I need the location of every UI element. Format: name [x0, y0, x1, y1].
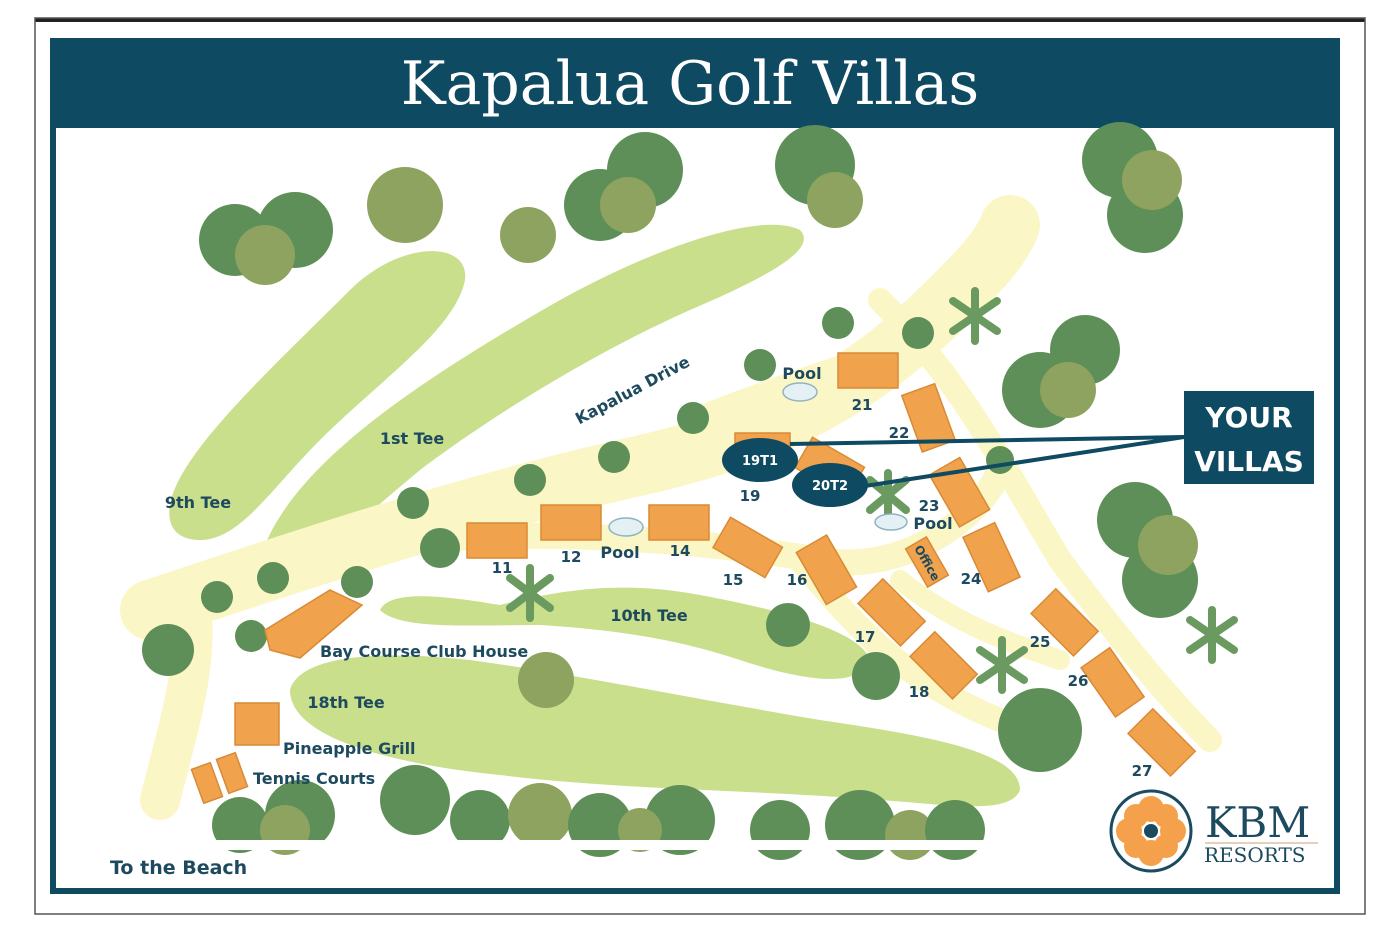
villa-number: 11 — [492, 559, 513, 577]
villa-marker-label: 19T1 — [742, 454, 778, 469]
villa-marker-20t2[interactable] — [792, 463, 868, 507]
fairway-1st — [264, 224, 804, 560]
label-pool: Pool — [913, 514, 952, 533]
villa-number: 14 — [670, 542, 691, 560]
pools — [608, 382, 908, 537]
pool-shape — [608, 517, 644, 537]
villa-number: 25 — [1030, 633, 1051, 651]
callout-line2: VILLAS — [1194, 445, 1304, 478]
label-club-house: Bay Course Club House — [320, 642, 528, 661]
your-villas-callout: 19T1 20T2 YOUR VILLAS — [722, 391, 1314, 507]
fairway-18th — [290, 655, 1020, 807]
label-pool: Pool — [600, 543, 639, 562]
page-top-rule — [35, 18, 1365, 22]
trees — [142, 122, 1198, 860]
logo-sub: RESORTS — [1204, 843, 1306, 867]
label-9th-tee: 9th Tee — [165, 493, 231, 512]
label-10th-tee: 10th Tee — [610, 606, 688, 625]
kbm-logo: KBM RESORTS — [1109, 789, 1318, 873]
fairway-10th — [380, 587, 870, 679]
logo-brand: KBM — [1205, 798, 1310, 847]
villa-number: 24 — [961, 570, 982, 588]
villa-number: 22 — [889, 424, 910, 442]
pool-shape — [782, 382, 818, 402]
villa-marker-label: 20T2 — [812, 479, 848, 494]
fairways — [169, 224, 1020, 807]
path — [890, 570, 1070, 670]
kapalua-drive-road — [120, 195, 1040, 640]
villa-number: 12 — [561, 548, 582, 566]
fairway-9th — [169, 251, 466, 540]
path — [140, 580, 213, 820]
logo-center — [1144, 824, 1158, 838]
villa-number: 17 — [855, 628, 876, 646]
villa-number: 26 — [1068, 672, 1089, 690]
label-pool: Pool — [782, 364, 821, 383]
callout-box — [1184, 391, 1314, 484]
callout-line1: YOUR — [1204, 401, 1292, 434]
label-to-the-beach: To the Beach — [110, 857, 247, 879]
map-title: Kapalua Golf Villas — [401, 49, 979, 119]
label-1st-tee: 1st Tee — [380, 429, 445, 448]
page-border — [34, 17, 1366, 915]
villa-number: 18 — [909, 683, 930, 701]
villa-number: 19 — [740, 487, 761, 505]
path — [868, 288, 1222, 752]
pool-shape — [874, 513, 908, 531]
villa-number: 21 — [852, 396, 873, 414]
label-tennis-courts: Tennis Courts — [253, 769, 375, 788]
club-house-building — [264, 589, 364, 659]
villa-number: 16 — [787, 571, 808, 589]
villa-number: 15 — [723, 571, 744, 589]
palm-trees — [506, 287, 1238, 694]
label-18th-tee: 18th Tee — [307, 693, 385, 712]
label-pineapple-grill: Pineapple Grill — [283, 739, 416, 758]
villa-number: 27 — [1132, 762, 1153, 780]
villa-marker-19t1[interactable] — [722, 438, 798, 482]
villa-number: 23 — [919, 497, 940, 515]
pineapple-grill-building — [234, 702, 280, 746]
buildings — [190, 352, 1197, 805]
villa-numbers: 11 12 14 15 16 17 18 19 21 22 23 24 25 2… — [492, 396, 1153, 780]
